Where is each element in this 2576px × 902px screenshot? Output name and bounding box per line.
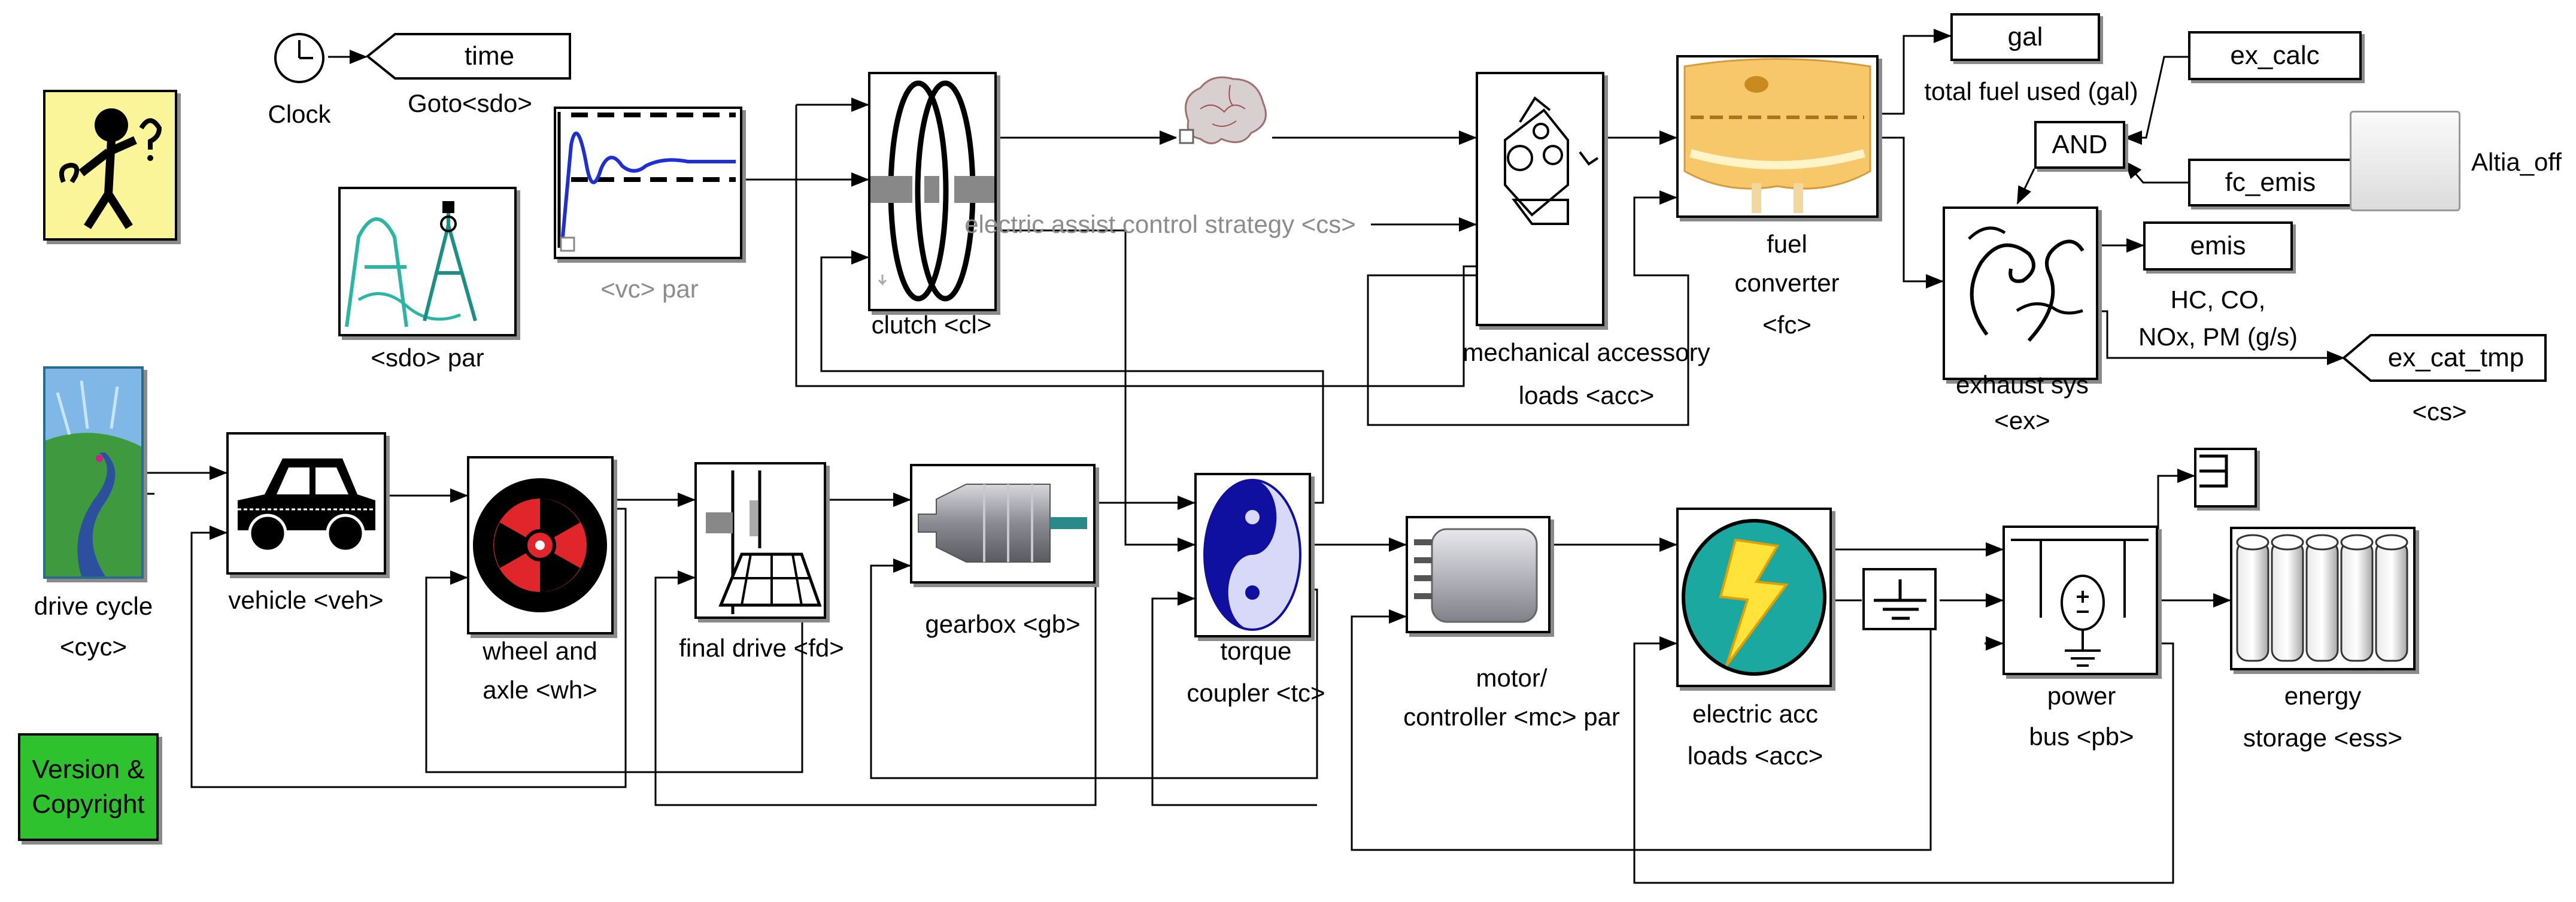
control-strategy-label: electric assist control strategy <cs>: [964, 210, 1356, 238]
lightning-icon: [1682, 519, 1826, 676]
power-bus-label-2: bus <pb>: [2029, 722, 2134, 751]
clock-icon[interactable]: [272, 31, 326, 85]
final-drive-icon: [706, 470, 822, 614]
fuel-converter-label-3: <fc>: [1762, 311, 1812, 339]
gearbox-icon: [918, 484, 1087, 563]
clutch-label: clutch <cl>: [871, 311, 992, 339]
wheel-axle-label-1: wheel and: [483, 637, 597, 665]
time-tag-label: time: [464, 41, 515, 71]
exhaust-label-1: exhaust sys: [1956, 370, 2089, 399]
copyright-label: Copyright: [32, 789, 145, 819]
wheel-icon: [473, 478, 607, 612]
vehicle-label: vehicle <veh>: [228, 586, 384, 614]
clutch-icon: [870, 80, 994, 302]
ground-icon: [1862, 568, 1937, 630]
ex-calc-tag[interactable]: ex_calc: [2188, 31, 2362, 80]
motor-label-1: motor/: [1476, 664, 1548, 692]
wheel-axle-block[interactable]: [467, 456, 614, 634]
final-drive-block[interactable]: [694, 462, 826, 619]
brain-icon: [1179, 76, 1267, 144]
cs-tag-label: <cs>: [2412, 397, 2467, 426]
clutch-block[interactable]: [868, 72, 997, 311]
power-bus-icon: [2011, 539, 2149, 667]
ex-cat-tmp-label: ex_cat_tmp: [2387, 343, 2525, 372]
control-strategy-block[interactable]: [1176, 73, 1272, 151]
sdo-par-block[interactable]: [338, 187, 517, 336]
fuel-converter-block[interactable]: [1676, 55, 1879, 218]
ex-cat-tmp-tag[interactable]: [2342, 333, 2548, 382]
gearbox-label: gearbox <gb>: [925, 610, 1081, 638]
mech-acc-label-2: loads <acc>: [1518, 381, 1655, 409]
torque-coupler-label-1: torque: [1220, 637, 1292, 665]
torque-coupler-icon: [1203, 479, 1301, 631]
vc-par-block[interactable]: [554, 107, 742, 259]
motor-block[interactable]: [1406, 516, 1551, 633]
accessory-engine-icon: [1504, 96, 1599, 225]
drive-cycle-block[interactable]: [43, 366, 144, 579]
mech-acc-label-1: mechanical accessory: [1463, 338, 1710, 366]
emis-label-2: NOx, PM (g/s): [2138, 323, 2298, 351]
electric-acc-label-1: electric acc: [1692, 700, 1819, 728]
scope-icon: [557, 112, 736, 252]
version-copyright-button[interactable]: Version & Copyright: [18, 733, 159, 841]
electric-acc-label-2: loads <acc>: [1687, 742, 1823, 770]
torque-coupler-block[interactable]: [1194, 473, 1311, 637]
gal-tag[interactable]: gal: [1950, 13, 2100, 61]
vehicle-block[interactable]: [226, 432, 386, 575]
sdo-par-label: <sdo> par: [371, 344, 484, 372]
goto-sdo-label: Goto<sdo>: [408, 89, 532, 117]
help-block[interactable]: [43, 90, 177, 241]
version-label: Version &: [32, 755, 145, 784]
electric-acc-block[interactable]: [1676, 508, 1832, 687]
terminator-icon: [2199, 454, 2228, 488]
motor-label-2: controller <mc> par: [1403, 703, 1620, 731]
vc-par-label: <vc> par: [600, 275, 699, 303]
sdo-drawing-icon: [345, 201, 477, 327]
exhaust-block[interactable]: [1943, 206, 2098, 380]
wheel-axle-label-2: axle <wh>: [483, 676, 597, 704]
total-fuel-label: total fuel used (gal): [1924, 77, 2138, 105]
altia-off-button[interactable]: [2350, 111, 2460, 211]
clock-label: Clock: [268, 100, 331, 128]
torque-coupler-label-2: coupler <tc>: [1187, 679, 1325, 707]
drive-cycle-label-2: <cyc>: [59, 633, 128, 661]
battery-icon: [2236, 534, 2408, 662]
exhaust-label-2: <ex>: [1994, 406, 2050, 435]
energy-storage-label-2: storage <ess>: [2243, 724, 2403, 752]
power-bus-block[interactable]: [2002, 526, 2158, 675]
fc-emis-tag[interactable]: fc_emis: [2188, 159, 2353, 206]
fuel-converter-label-2: converter: [1734, 269, 1840, 297]
fuel-converter-icon: [1683, 58, 1871, 213]
power-bus-label-1: power: [2047, 682, 2116, 710]
drive-cycle-label-1: drive cycle: [34, 592, 153, 620]
emis-label-1: HC, CO,: [2170, 286, 2266, 314]
car-icon: [238, 458, 375, 553]
energy-storage-block[interactable]: [2230, 527, 2416, 670]
emis-tag[interactable]: emis: [2143, 221, 2293, 271]
altia-off-label: Altia_off: [2471, 148, 2562, 176]
and-block[interactable]: AND: [2034, 121, 2125, 169]
road-icon: [45, 369, 141, 576]
goto-time-tag[interactable]: [366, 32, 573, 80]
help-mascot-icon: [59, 108, 162, 229]
fuel-converter-label-1: fuel: [1767, 230, 1807, 258]
motor-icon: [1414, 528, 1538, 623]
terminator-block[interactable]: [2194, 448, 2257, 508]
mech-acc-block[interactable]: [1476, 72, 1604, 326]
final-drive-label: final drive <fd>: [679, 634, 844, 662]
gearbox-block[interactable]: [910, 464, 1096, 584]
exhaust-swirl-icon: [1968, 226, 2085, 342]
energy-storage-label-1: energy: [2284, 682, 2362, 710]
